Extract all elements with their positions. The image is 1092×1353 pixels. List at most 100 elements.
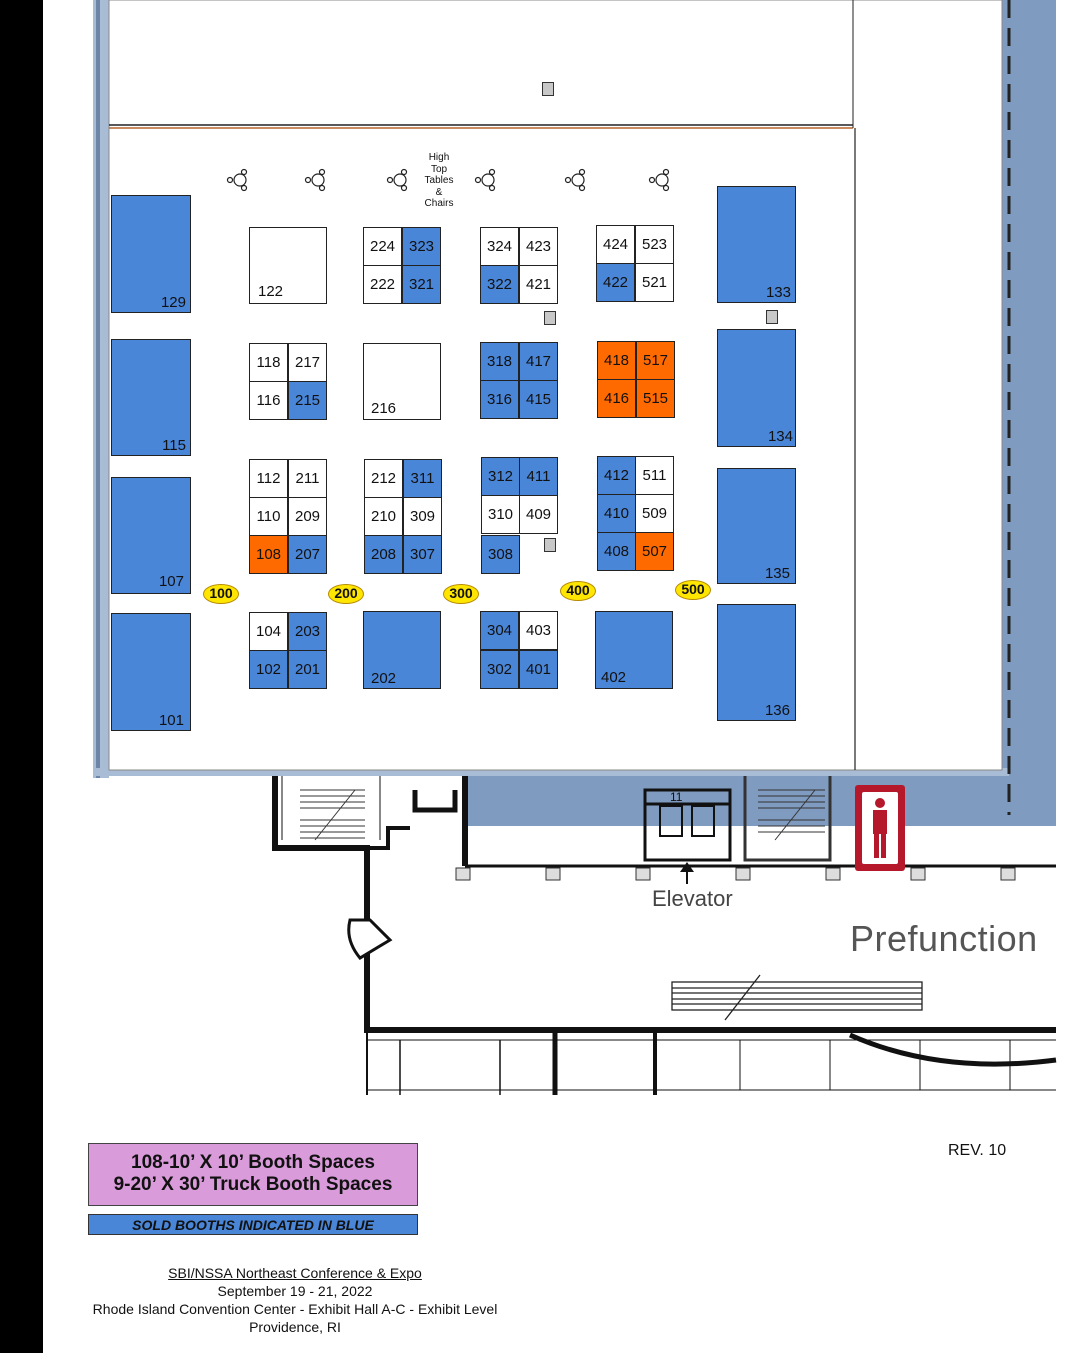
booth-number: 210 bbox=[370, 508, 397, 525]
booth-217[interactable]: 217 bbox=[288, 343, 327, 382]
booth-number: 409 bbox=[525, 506, 552, 523]
booth-number: 302 bbox=[486, 661, 513, 678]
booth-216[interactable]: 216 bbox=[363, 343, 441, 420]
booth-411[interactable]: 411 bbox=[519, 457, 558, 496]
booth-number: 509 bbox=[641, 505, 668, 522]
booth-321[interactable]: 321 bbox=[402, 265, 441, 304]
column-marker bbox=[542, 82, 554, 96]
booth-number: 416 bbox=[603, 390, 630, 407]
booth-207[interactable]: 207 bbox=[288, 535, 327, 574]
booth-122[interactable]: 122 bbox=[249, 227, 327, 304]
truck-booth-115[interactable]: 115 bbox=[111, 339, 191, 456]
booth-307[interactable]: 307 bbox=[403, 535, 442, 574]
truck-booth-107[interactable]: 107 bbox=[111, 477, 191, 594]
event-title: SBI/NSSA Northeast Conference & Expo bbox=[168, 1265, 422, 1281]
booth-number: 211 bbox=[295, 470, 320, 487]
booth-number: 312 bbox=[487, 468, 514, 485]
booth-412[interactable]: 412 bbox=[597, 456, 636, 495]
booth-number: 202 bbox=[371, 670, 397, 687]
booth-number: 403 bbox=[525, 622, 552, 639]
booth-number: 304 bbox=[486, 622, 513, 639]
booth-517[interactable]: 517 bbox=[636, 341, 675, 380]
booth-number: 135 bbox=[764, 565, 790, 582]
booth-number: 116 bbox=[256, 392, 281, 409]
booth-308[interactable]: 308 bbox=[481, 535, 520, 574]
column-marker bbox=[766, 310, 778, 324]
booth-104[interactable]: 104 bbox=[249, 612, 288, 651]
booth-302[interactable]: 302 bbox=[480, 650, 519, 689]
booth-409[interactable]: 409 bbox=[519, 495, 558, 534]
booth-312[interactable]: 312 bbox=[481, 457, 520, 496]
booth-number: 122 bbox=[258, 283, 284, 300]
booth-210[interactable]: 210 bbox=[364, 497, 403, 536]
booth-209[interactable]: 209 bbox=[288, 497, 327, 536]
booth-410[interactable]: 410 bbox=[597, 494, 636, 533]
booth-number: 318 bbox=[486, 353, 513, 370]
booth-number: 134 bbox=[767, 428, 793, 445]
booth-224[interactable]: 224 bbox=[363, 227, 402, 266]
truck-booth-101[interactable]: 101 bbox=[111, 613, 191, 731]
booth-401[interactable]: 401 bbox=[519, 650, 558, 689]
sold-booths-legend: SOLD BOOTHS INDICATED IN BLUE bbox=[88, 1214, 418, 1235]
booth-202[interactable]: 202 bbox=[363, 611, 441, 689]
booth-number: 408 bbox=[603, 543, 630, 560]
booth-324[interactable]: 324 bbox=[480, 227, 519, 266]
booth-number: 209 bbox=[294, 508, 321, 525]
booth-523[interactable]: 523 bbox=[635, 225, 674, 264]
booth-215[interactable]: 215 bbox=[288, 381, 327, 420]
booth-number: 133 bbox=[765, 284, 791, 301]
booth-509[interactable]: 509 bbox=[635, 494, 674, 533]
booth-402[interactable]: 402 bbox=[595, 611, 673, 689]
booth-102[interactable]: 102 bbox=[249, 650, 288, 689]
booth-418[interactable]: 418 bbox=[597, 341, 636, 380]
booth-310[interactable]: 310 bbox=[481, 495, 520, 534]
booth-318[interactable]: 318 bbox=[480, 342, 519, 381]
truck-booth-133[interactable]: 133 bbox=[717, 186, 796, 303]
booth-118[interactable]: 118 bbox=[249, 343, 288, 382]
booth-108[interactable]: 108 bbox=[249, 535, 288, 574]
booth-408[interactable]: 408 bbox=[597, 532, 636, 571]
booth-number: 424 bbox=[602, 236, 629, 253]
aisle-marker-200: 200 bbox=[328, 584, 364, 604]
booth-423[interactable]: 423 bbox=[519, 227, 558, 266]
booth-116[interactable]: 116 bbox=[249, 381, 288, 420]
column-marker bbox=[544, 538, 556, 552]
high-top-line: Chairs bbox=[424, 198, 454, 209]
booth-415[interactable]: 415 bbox=[519, 380, 558, 419]
booth-316[interactable]: 316 bbox=[480, 380, 519, 419]
booth-number: 136 bbox=[764, 702, 790, 719]
booth-208[interactable]: 208 bbox=[364, 535, 403, 574]
booth-422[interactable]: 422 bbox=[596, 263, 635, 302]
booth-number: 217 bbox=[294, 354, 321, 371]
truck-booth-134[interactable]: 134 bbox=[717, 329, 796, 447]
booth-number: 411 bbox=[526, 468, 551, 485]
truck-booth-135[interactable]: 135 bbox=[717, 468, 796, 584]
booth-number: 207 bbox=[294, 546, 321, 563]
booth-507[interactable]: 507 bbox=[635, 532, 674, 571]
booth-number: 129 bbox=[160, 294, 186, 311]
booth-421[interactable]: 421 bbox=[519, 265, 558, 304]
booth-521[interactable]: 521 bbox=[635, 263, 674, 302]
booth-203[interactable]: 203 bbox=[288, 612, 327, 651]
booth-416[interactable]: 416 bbox=[597, 379, 636, 418]
booth-211[interactable]: 211 bbox=[288, 459, 327, 498]
booth-323[interactable]: 323 bbox=[402, 227, 441, 266]
booth-112[interactable]: 112 bbox=[249, 459, 288, 498]
booth-417[interactable]: 417 bbox=[519, 342, 558, 381]
booth-311[interactable]: 311 bbox=[403, 459, 442, 498]
booth-201[interactable]: 201 bbox=[288, 650, 327, 689]
booth-222[interactable]: 222 bbox=[363, 265, 402, 304]
booth-515[interactable]: 515 bbox=[636, 379, 675, 418]
legend-line-2: 9-20’ X 30’ Truck Booth Spaces bbox=[113, 1174, 393, 1195]
booth-424[interactable]: 424 bbox=[596, 225, 635, 264]
truck-booth-129[interactable]: 129 bbox=[111, 195, 191, 313]
booth-212[interactable]: 212 bbox=[364, 459, 403, 498]
booth-322[interactable]: 322 bbox=[480, 265, 519, 304]
booth-110[interactable]: 110 bbox=[249, 497, 288, 536]
truck-booth-136[interactable]: 136 bbox=[717, 604, 796, 721]
booth-511[interactable]: 511 bbox=[635, 456, 674, 495]
booth-304[interactable]: 304 bbox=[480, 611, 519, 650]
booth-403[interactable]: 403 bbox=[519, 611, 558, 650]
booth-number: 417 bbox=[525, 353, 552, 370]
booth-309[interactable]: 309 bbox=[403, 497, 442, 536]
